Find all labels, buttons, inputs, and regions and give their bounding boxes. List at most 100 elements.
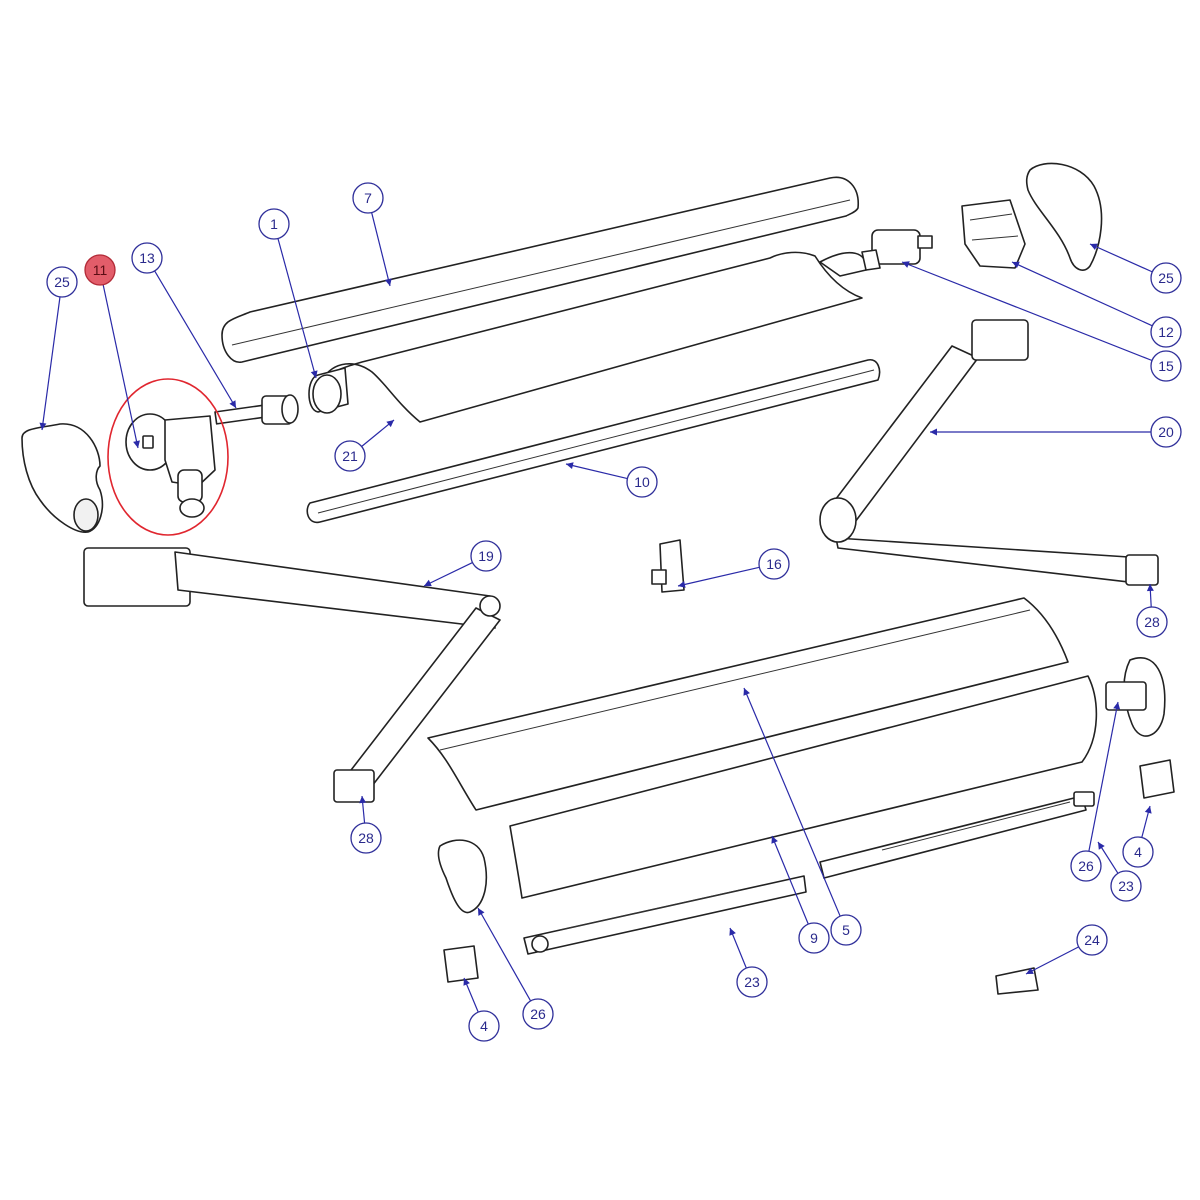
arrowhead xyxy=(902,261,910,268)
callout-label: 11 xyxy=(93,262,108,278)
callout-4: 4 xyxy=(1122,836,1154,868)
callout-circle xyxy=(1150,350,1182,382)
callout-label: 9 xyxy=(810,930,818,946)
arrowhead xyxy=(1012,261,1020,269)
callout-23: 23 xyxy=(1110,870,1142,902)
part-clip xyxy=(651,539,685,593)
callout-circle xyxy=(46,266,78,298)
leader-line xyxy=(743,687,841,917)
part-right-front-cap xyxy=(1105,657,1166,737)
callout-label: 12 xyxy=(1158,324,1174,340)
part-right-bracket xyxy=(961,199,1026,269)
callout-circle xyxy=(626,466,658,498)
arrowhead xyxy=(1146,584,1154,592)
part-front-profile xyxy=(427,597,1069,811)
leader-lines xyxy=(39,212,1154,1013)
arrowhead xyxy=(1098,842,1105,850)
callout-circle xyxy=(470,540,502,572)
leader-line xyxy=(423,561,473,587)
arrowhead xyxy=(384,278,392,286)
callout-label: 25 xyxy=(1158,270,1174,286)
callout-circle xyxy=(1076,924,1108,956)
callout-25: 25 xyxy=(46,266,78,298)
part-left-front-cap xyxy=(437,839,488,914)
callout-circle xyxy=(334,440,366,472)
callout-label: 28 xyxy=(358,830,374,846)
callout-13: 13 xyxy=(131,242,163,274)
callout-circle xyxy=(1122,836,1154,868)
callout-label: 24 xyxy=(1084,932,1100,948)
callout-label: 25 xyxy=(54,274,70,290)
leader-line xyxy=(41,296,61,431)
callout-circle xyxy=(352,182,384,214)
callout-label: 5 xyxy=(842,922,850,938)
leader-line xyxy=(901,261,1153,362)
arrowhead xyxy=(424,579,432,587)
callout-circle xyxy=(830,914,862,946)
callout-11: 11 xyxy=(84,254,116,286)
arrowhead xyxy=(1113,702,1121,710)
callout-label: 4 xyxy=(480,1018,488,1034)
part-left-end-cap xyxy=(21,423,104,533)
arrowhead xyxy=(229,400,236,408)
arrowhead xyxy=(743,688,750,696)
callout-circle xyxy=(1136,606,1168,638)
callout-label: 4 xyxy=(1134,844,1142,860)
callout-label: 26 xyxy=(1078,858,1094,874)
arrowhead xyxy=(310,370,318,378)
part-left-arm xyxy=(83,547,501,803)
parts-drawing xyxy=(21,162,1175,995)
leader-line xyxy=(565,463,628,480)
callout-5: 5 xyxy=(830,914,862,946)
arrowhead xyxy=(133,440,140,448)
callout-20: 20 xyxy=(1150,416,1182,448)
callout-24: 24 xyxy=(1076,924,1108,956)
callout-circle xyxy=(1150,262,1182,294)
callout-circle xyxy=(522,998,554,1030)
part-gear-mechanism xyxy=(125,413,216,518)
callout-16: 16 xyxy=(758,548,790,580)
leader-line xyxy=(771,835,809,925)
callout-circle xyxy=(1150,416,1182,448)
leader-line xyxy=(1011,261,1153,327)
arrowhead xyxy=(1026,967,1034,974)
leader-line xyxy=(1025,946,1079,975)
callout-label: 13 xyxy=(139,250,155,266)
highlight-ring xyxy=(107,378,229,536)
arrowhead xyxy=(566,462,574,470)
arrowhead xyxy=(1144,806,1152,814)
callout-circle xyxy=(350,822,382,854)
leader-line xyxy=(477,907,532,1002)
callout-label: 23 xyxy=(1118,878,1134,894)
callout-circle xyxy=(758,548,790,580)
callout-4: 4 xyxy=(468,1010,500,1042)
callout-label: 19 xyxy=(478,548,494,564)
callout-26: 26 xyxy=(522,998,554,1030)
leader-line xyxy=(371,212,391,287)
callout-15: 15 xyxy=(1150,350,1182,382)
callout-circle xyxy=(1110,870,1142,902)
part-right-arm xyxy=(819,319,1159,586)
callout-label: 7 xyxy=(364,190,372,206)
arrowhead xyxy=(729,928,736,936)
callout-23: 23 xyxy=(736,966,768,998)
arrowhead xyxy=(771,836,778,844)
callout-26: 26 xyxy=(1070,850,1102,882)
callout-1: 1 xyxy=(258,208,290,240)
callout-label: 16 xyxy=(766,556,782,572)
leader-line xyxy=(154,270,237,409)
callout-10: 10 xyxy=(626,466,658,498)
arrowhead xyxy=(930,428,937,436)
callout-28: 28 xyxy=(1136,606,1168,638)
callout-circle xyxy=(258,208,290,240)
part-right-end-cap xyxy=(1025,162,1103,271)
callout-label: 26 xyxy=(530,1006,546,1022)
callout-label: 23 xyxy=(744,974,760,990)
leader-line xyxy=(102,284,139,449)
leader-line xyxy=(277,238,317,379)
callout-12: 12 xyxy=(1150,316,1182,348)
part-lower-panel xyxy=(509,675,1098,899)
arrowhead xyxy=(463,978,470,986)
